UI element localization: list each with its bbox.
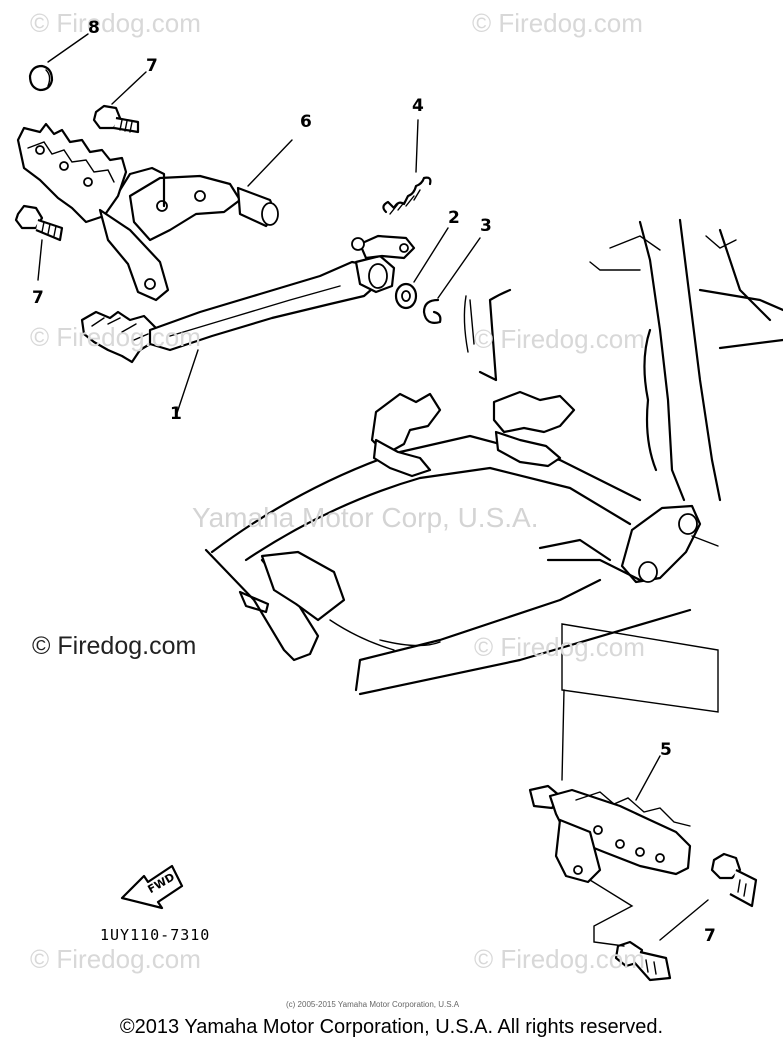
part-7-bolt-left: [14, 204, 64, 242]
leader-6: [247, 139, 293, 187]
callout-1: 1: [170, 404, 182, 424]
leader-4: [415, 119, 419, 173]
watermark-top-left: © Firedog.com: [30, 8, 201, 38]
watermark-bottom-right: © Firedog.com: [474, 944, 645, 974]
leader-8: [47, 33, 89, 63]
callout-8: 8: [88, 18, 100, 38]
leader-3: [437, 237, 481, 299]
part-3-clip: [422, 298, 442, 324]
part-7-bolt-lower-left: [614, 940, 672, 982]
callout-7-left: 7: [32, 288, 44, 308]
leader-2: [413, 227, 449, 283]
callout-7-bottom: 7: [704, 926, 716, 946]
leader-7a: [111, 71, 147, 105]
watermark-left-dark: © Firedog.com: [32, 632, 197, 660]
diagram-code: 1UY110-7310: [100, 926, 211, 944]
watermark-mid-right: © Firedog.com: [474, 324, 645, 354]
callout-5: 5: [660, 740, 672, 760]
part-1-brake-pedal: [80, 234, 416, 364]
leader-1: [175, 349, 199, 417]
fwd-arrow-icon: [120, 864, 184, 910]
leader-5: [635, 755, 661, 801]
footer-copyright: ©2013 Yamaha Motor Corporation, U.S.A. A…: [119, 1016, 664, 1038]
watermark-center: Yamaha Motor Corp, U.S.A.: [192, 502, 539, 533]
part-7-bolt-top: [92, 104, 140, 134]
part-8-cap: [28, 64, 54, 92]
part-4-spring: [382, 176, 432, 215]
watermark-mid-left: © Firedog.com: [30, 322, 201, 352]
part-7-bolt-lower-right: [710, 852, 758, 908]
part-6-bracket: [16, 122, 279, 302]
watermark-top-right: © Firedog.com: [472, 8, 643, 38]
watermark-bottom-left: © Firedog.com: [30, 944, 201, 974]
leader-7b: [37, 239, 43, 281]
callout-2: 2: [448, 208, 460, 228]
frame: [204, 218, 783, 781]
callout-6: 6: [300, 112, 312, 132]
callout-4: 4: [412, 96, 424, 116]
watermark-lower-right: © Firedog.com: [474, 632, 645, 662]
part-5-footrest: [528, 784, 692, 884]
small-copyright: (c) 2005-2015 Yamaha Motor Corporation, …: [286, 1000, 460, 1009]
callout-3: 3: [480, 216, 492, 236]
callout-7-top: 7: [146, 56, 158, 76]
leader-7c: [589, 879, 709, 947]
